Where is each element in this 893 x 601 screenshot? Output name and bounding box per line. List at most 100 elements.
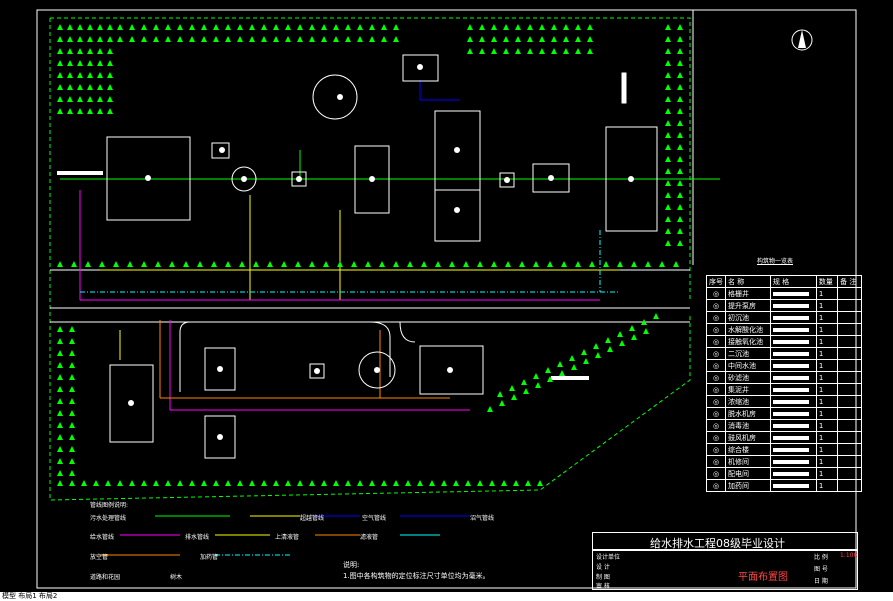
tree-icon [503,24,509,30]
structure-symbol-icon: ◎ [706,455,726,468]
tree-icon [595,352,601,358]
structure-top-box [402,54,439,82]
row-name: 集泥井 [725,383,771,396]
tree-icon [57,24,63,30]
structure-symbol-icon: ◎ [706,383,726,396]
tree-icon [677,84,683,90]
tree-icon [117,36,123,42]
tree-icon [165,480,171,486]
tree-icon [435,261,441,267]
tree-icon [677,228,683,234]
row-qty: 1 [815,431,839,444]
tree-icon [631,334,637,340]
tree-icon [665,144,671,150]
title-block-label: 制 图 [596,574,610,581]
tree-icon [93,480,99,486]
tree-icon [539,48,545,54]
tree-icon [127,261,133,267]
tree-icon [351,261,357,267]
tree-icon [677,168,683,174]
tree-icon [561,261,567,267]
tree-icon [467,48,473,54]
legend-item: 沼气管线 [470,515,495,522]
tree-icon [189,24,195,30]
tree-icon [665,120,671,126]
tree-icon [107,48,113,54]
tree-icon [225,480,231,486]
tree-icon [509,385,515,391]
tree-icon [67,36,73,42]
row-qty: 1 [815,467,839,480]
legend-item: 加药管 [200,554,219,561]
row-name: 消毒池 [725,419,771,432]
row-name: 砂滤池 [725,371,771,384]
row-note [837,287,862,300]
tree-icon [165,24,171,30]
tree-icon [677,156,683,162]
row-qty: 1 [815,479,839,492]
legend-item: 污水处理管线 [90,515,127,522]
tree-icon [107,36,113,42]
tree-icon [503,36,509,42]
tree-icon [393,36,399,42]
tree-icon [177,480,183,486]
tree-icon [417,480,423,486]
tree-icon [479,24,485,30]
tree-icon [631,261,637,267]
tree-icon [249,480,255,486]
legend-item: 道路和花园 [90,574,121,581]
tree-icon [57,48,63,54]
status-bar[interactable]: 模型 布局1 布局2 [0,592,893,601]
row-qty: 1 [815,383,839,396]
tree-icon [513,480,519,486]
tree-icon [107,96,113,102]
tree-icon [297,36,303,42]
row-qty: 1 [815,455,839,468]
structure-symbol-icon: ◎ [706,299,726,312]
legend-item: 上清液管 [275,534,300,541]
tree-icon [183,261,189,267]
tree-icon [393,480,399,486]
structure-valve-box [291,171,307,187]
tree-icon [665,156,671,162]
title-block-label: 设计单位 [596,554,621,561]
structure-filter [605,126,658,232]
tree-icon [107,60,113,66]
tree-icon [665,84,671,90]
tree-icon [309,24,315,30]
tree-icon [237,480,243,486]
tree-icon [617,261,623,267]
tree-icon [665,168,671,174]
title-block-label: 审 核 [596,583,610,590]
tree-icon [67,60,73,66]
tree-icon [535,382,541,388]
tree-icon [85,261,91,267]
tree-icon [617,331,623,337]
tree-icon [563,48,569,54]
tree-icon [547,376,553,382]
row-spec [769,419,817,432]
tree-icon [557,361,563,367]
tree-icon [189,480,195,486]
tree-icon [575,48,581,54]
tree-icon [511,394,517,400]
tree-icon [57,96,63,102]
tree-icon [261,36,267,42]
tree-icon [345,36,351,42]
tree-icon [239,261,245,267]
tree-icon [201,480,207,486]
tree-icon [57,108,63,114]
tree-icon [97,96,103,102]
tree-icon [69,446,75,452]
structure-symbol-icon: ◎ [706,443,726,456]
tree-icon [619,340,625,346]
structure-sludge-tank [109,364,154,443]
tree-icon [571,364,577,370]
tree-icon [107,84,113,90]
tree-icon [393,261,399,267]
tree-icon [665,216,671,222]
